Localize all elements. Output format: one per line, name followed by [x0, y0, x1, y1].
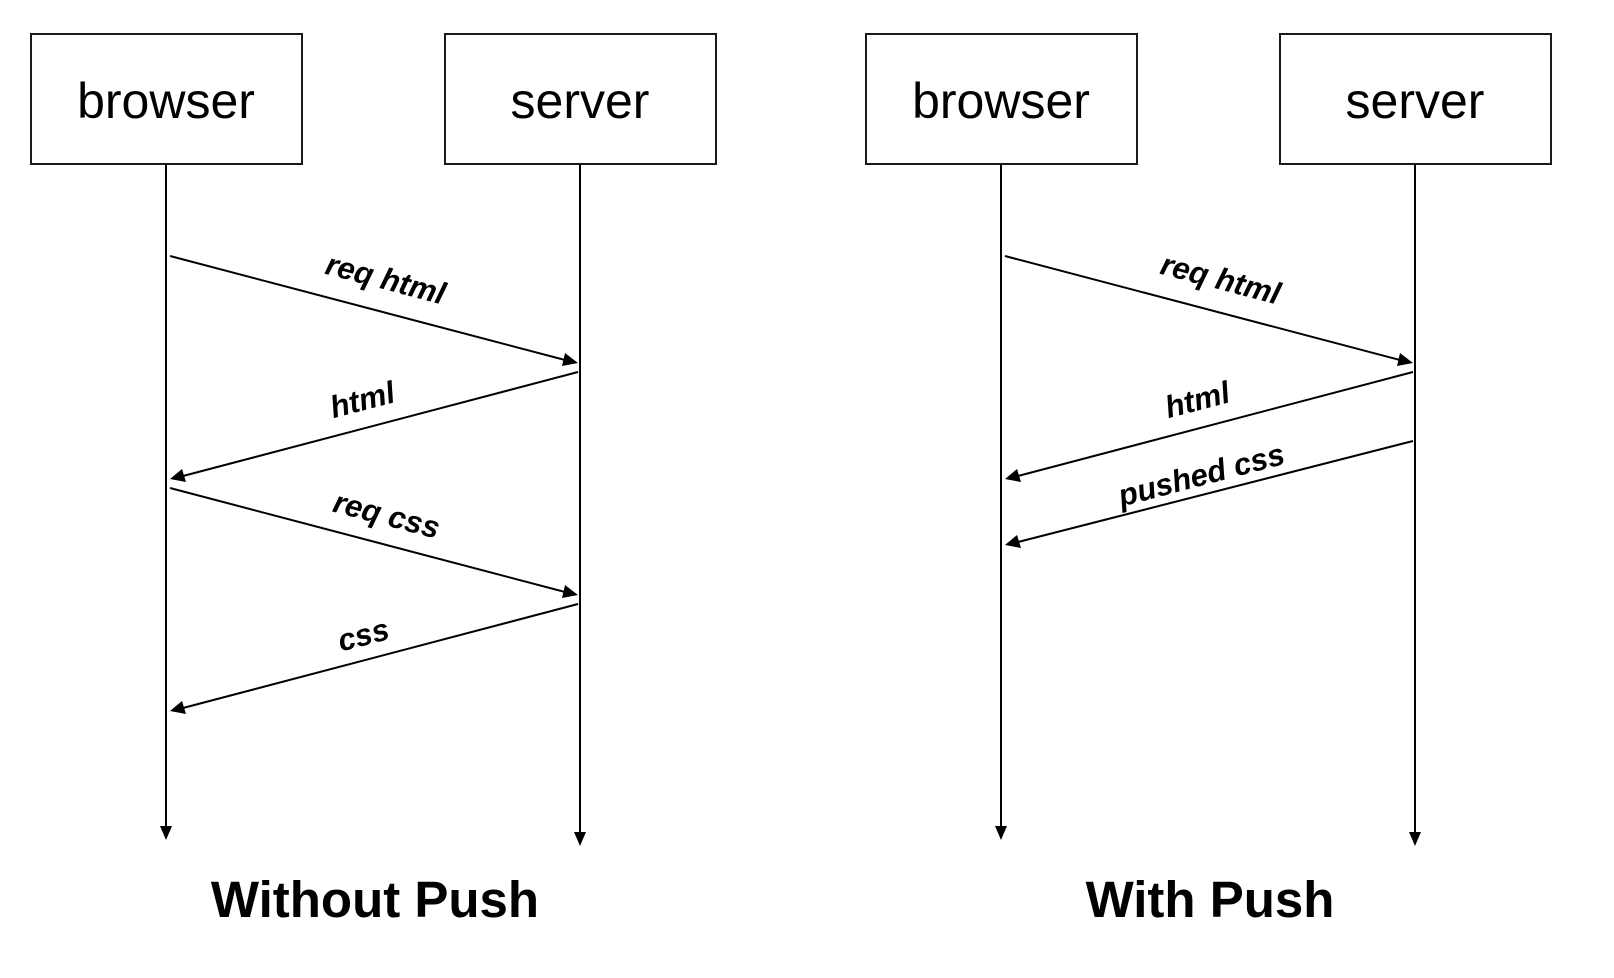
- message-req-html: req html: [169, 246, 578, 366]
- panel-title: Without Push: [211, 871, 539, 928]
- lifeline-end-arrow: [995, 826, 1007, 840]
- message-label: html: [326, 374, 400, 425]
- message-req-html: req html: [1004, 246, 1413, 366]
- browser-actor: browser: [30, 33, 303, 165]
- browser-actor-box: [30, 33, 303, 165]
- server-actor-label: server: [1346, 73, 1485, 129]
- browser-lifeline: [995, 164, 1007, 840]
- panel-title: With Push: [1086, 871, 1335, 928]
- lifeline-end-arrow: [160, 826, 172, 840]
- server-actor: server: [444, 33, 717, 165]
- server-lifeline: [574, 164, 586, 846]
- message-css: css: [170, 603, 579, 714]
- message-label: pushed css: [1113, 436, 1288, 513]
- message-arrowhead: [1005, 469, 1021, 482]
- server-lifeline: [1409, 164, 1421, 846]
- lifeline-end-arrow: [574, 832, 586, 846]
- message-html: html: [170, 371, 579, 482]
- message-arrowhead: [170, 469, 186, 482]
- server-actor-box: [444, 33, 717, 165]
- message-arrowhead: [562, 585, 578, 598]
- server-actor: server: [1279, 33, 1552, 165]
- browser-lifeline: [160, 164, 172, 840]
- message-pushed-css: pushed css: [1005, 436, 1414, 548]
- browser-actor-label: browser: [77, 73, 255, 129]
- message-arrowhead: [1005, 535, 1021, 548]
- message-arrowhead: [170, 701, 186, 714]
- message-arrowhead: [1397, 353, 1413, 366]
- message-label: css: [334, 611, 393, 658]
- message-arrowhead: [562, 353, 578, 366]
- panel-without-push: browser server req html html: [30, 33, 717, 928]
- message-label: req css: [330, 484, 444, 545]
- browser-actor: browser: [865, 33, 1138, 165]
- message-label: html: [1161, 374, 1235, 425]
- server-actor-label: server: [511, 73, 650, 129]
- browser-actor-label: browser: [912, 73, 1090, 129]
- panel-with-push: browser server req html html: [865, 33, 1552, 928]
- lifeline-end-arrow: [1409, 832, 1421, 846]
- message-req-css: req css: [169, 484, 578, 598]
